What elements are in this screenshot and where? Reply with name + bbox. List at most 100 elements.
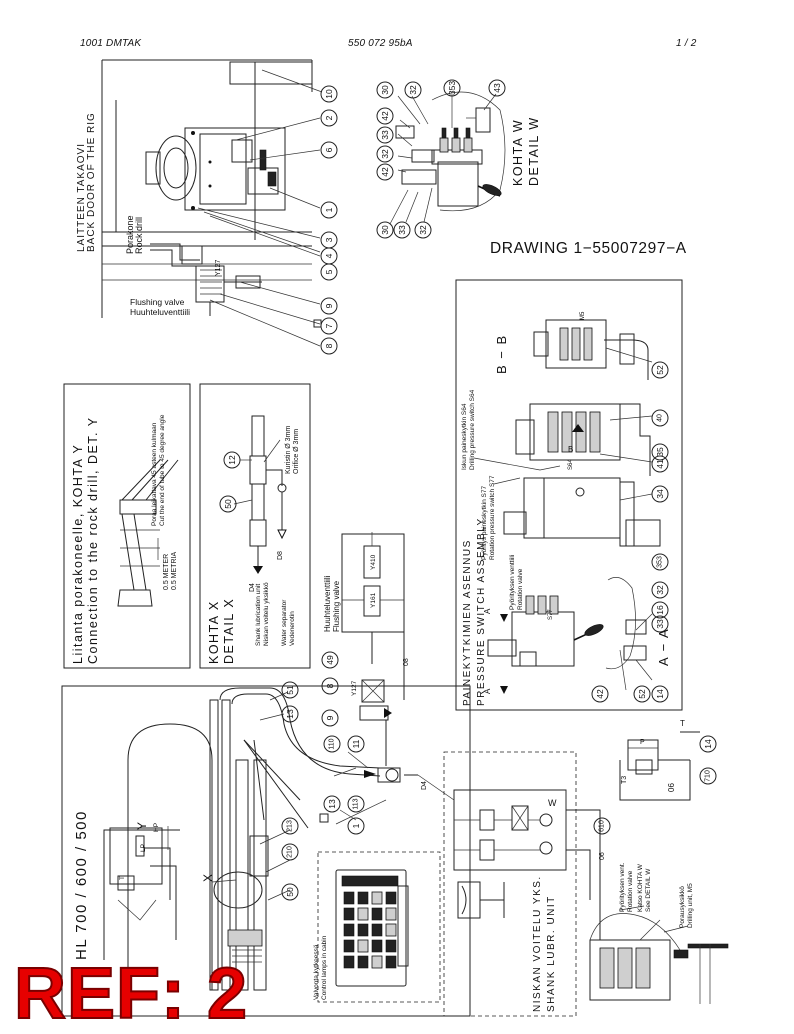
callout-8b: 8 <box>321 677 339 695</box>
flushing-valve-label-fi: Huuhteluventtiili <box>130 307 190 317</box>
d4-label: D4 <box>249 583 256 592</box>
svg-text:7: 7 <box>324 323 334 328</box>
svg-text:11: 11 <box>351 739 361 748</box>
callout-33a: 33 <box>376 126 394 144</box>
control-indicator-grid <box>343 891 397 969</box>
bb-label: B − B <box>494 334 509 374</box>
svg-text:6: 6 <box>324 147 334 152</box>
svg-text:1: 1 <box>351 823 361 828</box>
rotation-valve-fi: Pyörityksen vent. <box>619 862 626 912</box>
svg-text:14: 14 <box>655 689 665 699</box>
idle-switch-en: Drilling pressure switch S64 <box>469 389 476 470</box>
svg-text:52: 52 <box>637 689 647 699</box>
callout-9: 9 <box>320 297 338 315</box>
b-letter: B <box>568 445 573 454</box>
svg-text:2: 2 <box>324 115 334 120</box>
svg-text:9: 9 <box>324 303 334 308</box>
detail-x-label-fi: KOHTA X <box>207 600 221 664</box>
s77-label: S77 <box>548 609 554 620</box>
callout-33c: 33 <box>651 615 669 633</box>
svg-text:13: 13 <box>327 799 337 809</box>
d4b-label: D4 <box>421 781 428 790</box>
svg-text:13: 13 <box>285 709 295 719</box>
callout-50a: 50 <box>219 495 237 513</box>
cut-tube-label-fi: Poraa leikattava 45 asteen kulmaan <box>151 422 158 526</box>
orifice-label-en: Orifice Ø 3mm <box>293 429 300 474</box>
callout-5: 5 <box>320 263 338 281</box>
rock-drill-label-en: Rock drill <box>134 217 144 254</box>
callout-34: 16 <box>651 601 669 619</box>
shank-unit-fi: NISKAN VOITELU YKS. <box>532 875 543 1012</box>
meter-label-fi: 0.5 METRIA <box>171 552 178 590</box>
callout-32b: 32 <box>376 145 394 163</box>
callout-10: 10 <box>320 85 338 103</box>
svg-text:110: 110 <box>329 738 336 749</box>
header-drawing-id: 1001 DMTAK <box>80 38 142 49</box>
callout-43: 43 <box>488 79 506 97</box>
rot-switch-en: Rotation pressure switch S77 <box>489 475 496 560</box>
callout-8: 8 <box>320 337 338 355</box>
rot-switch-fi: Pyöritys paineskytkin S77 <box>481 486 488 560</box>
back-door-label-fi: LAITTEEN TAKAOVI <box>76 143 87 252</box>
callout-210: 210 <box>281 843 299 861</box>
svg-text:5: 5 <box>324 269 334 274</box>
switch-asm-en: PRESSURE SWITCH ASSEMBLY <box>476 517 487 706</box>
hp-letter: HP <box>153 823 160 832</box>
svg-text:213: 213 <box>287 820 294 832</box>
svg-text:10: 10 <box>324 89 334 99</box>
y127b-label: Y127 <box>351 680 358 696</box>
callout-9b: 9 <box>321 709 339 727</box>
callout-32a: 32 <box>404 81 422 99</box>
callout-4: 4 <box>320 247 338 265</box>
callout-213: 213 <box>281 817 299 835</box>
rig-back-door-assembly <box>101 59 323 347</box>
callout-110: 110 <box>323 735 341 753</box>
hl-model-label: HL 700 / 600 / 500 <box>73 810 90 960</box>
callout-16a: 14 <box>651 685 669 703</box>
connection-label-en: Connection to the rock drill, DET. Y <box>86 416 100 664</box>
d6-label: 06 <box>599 852 606 860</box>
callout-30a: 30 <box>376 81 394 99</box>
svg-text:34: 34 <box>655 489 665 499</box>
detail-y-frame <box>63 383 191 669</box>
svg-text:14: 14 <box>703 739 713 749</box>
ref-stamp: REF: 2 <box>13 954 249 1034</box>
svg-text:41: 41 <box>655 459 665 469</box>
pressure-switch-frame <box>455 279 683 711</box>
callout-352: 353 <box>651 553 669 571</box>
callout-42c: 42 <box>591 685 609 703</box>
callout-353: 353 <box>443 79 461 97</box>
s64-label: S64 <box>568 459 574 470</box>
t3-label: T3 <box>621 776 628 784</box>
callout-3: 3 <box>320 231 338 249</box>
svg-text:32: 32 <box>418 225 428 235</box>
hl-drill-assembly <box>61 685 471 1017</box>
callout-13: 13 <box>323 795 341 813</box>
svg-text:32: 32 <box>408 85 418 95</box>
detail-w-label-fi: KOHTA W <box>511 119 525 186</box>
callout-41: 35 <box>651 443 669 461</box>
callout-33b: 33 <box>393 221 411 239</box>
svg-text:42: 42 <box>380 167 390 177</box>
svg-text:32: 32 <box>655 585 665 595</box>
svg-text:9: 9 <box>325 715 335 720</box>
svg-text:8: 8 <box>324 343 334 348</box>
callout-14b: 52 <box>633 685 651 703</box>
a-letter-bottom: A <box>483 688 492 694</box>
rock-drill-label-fi: Porakone <box>125 215 135 254</box>
callout-51: 13 <box>281 705 299 723</box>
drilling-unit-en: Drilling unit, M5 <box>687 883 694 928</box>
callout-32d: 32 <box>651 581 669 599</box>
callout-42b: 42 <box>376 163 394 181</box>
a-letter-top: A <box>483 608 492 614</box>
callout-12: 12 <box>223 451 241 469</box>
header-page-number: 1 / 2 <box>676 38 697 49</box>
switch-asm-fi: PAINEKYTKIMIEN ASENNUS <box>462 539 473 706</box>
svg-text:30: 30 <box>380 225 390 235</box>
svg-text:33: 33 <box>397 225 407 235</box>
shank-lubrication-unit <box>417 751 601 1017</box>
detail-x-label-en: DETAIL X <box>222 598 236 664</box>
flush-valve2-en: Flushing valve <box>332 580 341 632</box>
drawing-title: DRAWING 1−55007297−A <box>490 240 687 257</box>
